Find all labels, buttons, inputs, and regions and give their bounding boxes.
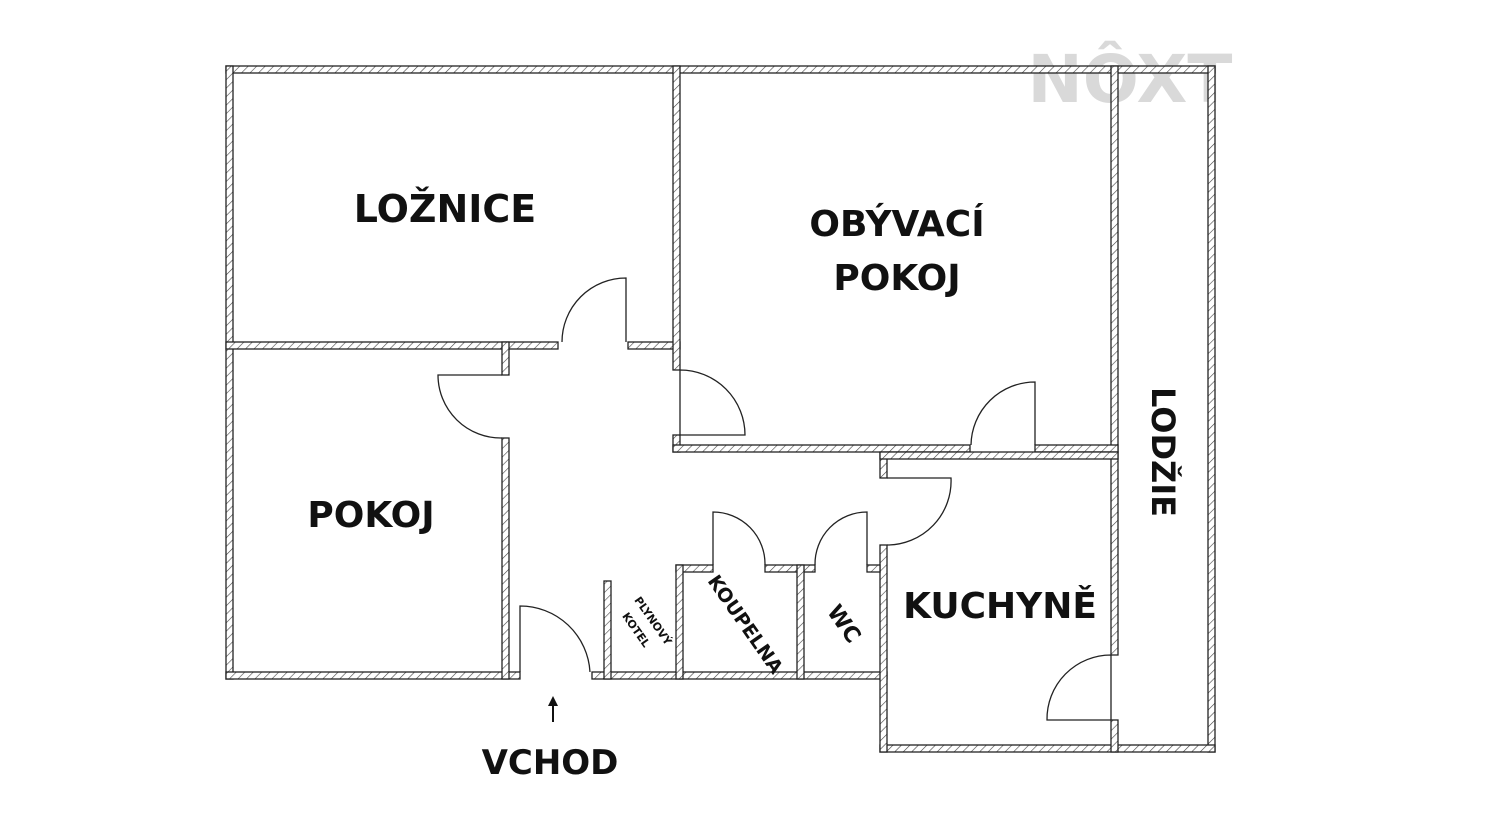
door-pokoj <box>437 374 503 439</box>
room-label-koupelna: KOUPELNA <box>703 571 787 678</box>
logo-watermark: NÔXT <box>1028 41 1233 118</box>
room-label-wc: WC <box>821 601 865 648</box>
door-lodzie <box>1046 654 1112 721</box>
wall-loznice-bottom-r <box>627 341 681 350</box>
door-wc <box>814 511 868 566</box>
wall-bath-top-c <box>866 564 881 573</box>
wall-bath-top-b <box>764 564 816 573</box>
room-label-obyvaci-2: POKOJ <box>833 258 960 299</box>
room-label-loznice: LOŽNICE <box>354 187 537 231</box>
arrow-up-icon <box>548 696 558 722</box>
wall-obyvaci-bottom-r <box>1034 444 1119 453</box>
wall-loznice-right <box>672 65 681 371</box>
wall-kotel <box>603 580 612 680</box>
wall-pokoj-right <box>501 437 510 680</box>
wall-lodzie-inner-bottom <box>1110 719 1119 753</box>
door-obyvaci-kitchen <box>970 381 1036 446</box>
wall-lodzie-inner <box>1110 65 1119 656</box>
room-label-obyvaci-1: OBÝVACÍ <box>809 202 984 245</box>
walls <box>225 65 1216 753</box>
wall-kitchen-top <box>879 451 1119 460</box>
room-label-pokoj: POKOJ <box>307 495 434 536</box>
wall-obyvaci-bottom <box>672 444 971 453</box>
wall-bath-wc <box>796 564 805 680</box>
door-obyvaci-hall <box>679 369 746 436</box>
room-label-lodzie: LODŽIE <box>1144 387 1182 517</box>
entrance-label: VCHOD <box>482 743 619 783</box>
wall-right <box>1207 65 1216 753</box>
wall-bottom-kitchen <box>879 744 1216 753</box>
door-loznice <box>561 277 627 343</box>
doors <box>437 277 1112 721</box>
wall-bottom-left <box>225 671 521 680</box>
wall-bath-left <box>675 564 684 680</box>
wall-loznice-bottom <box>225 341 559 350</box>
door-entrance <box>519 605 591 673</box>
door-kitchen <box>886 477 952 546</box>
wall-pokoj-right-top <box>501 341 510 376</box>
wall-top <box>225 65 1216 74</box>
door-koupelna <box>712 511 766 566</box>
wall-kitchen-left <box>879 544 888 753</box>
wall-left <box>225 65 234 680</box>
wall-bottom-mid <box>591 671 888 680</box>
room-label-kuchyne: KUCHYNĚ <box>903 585 1097 627</box>
